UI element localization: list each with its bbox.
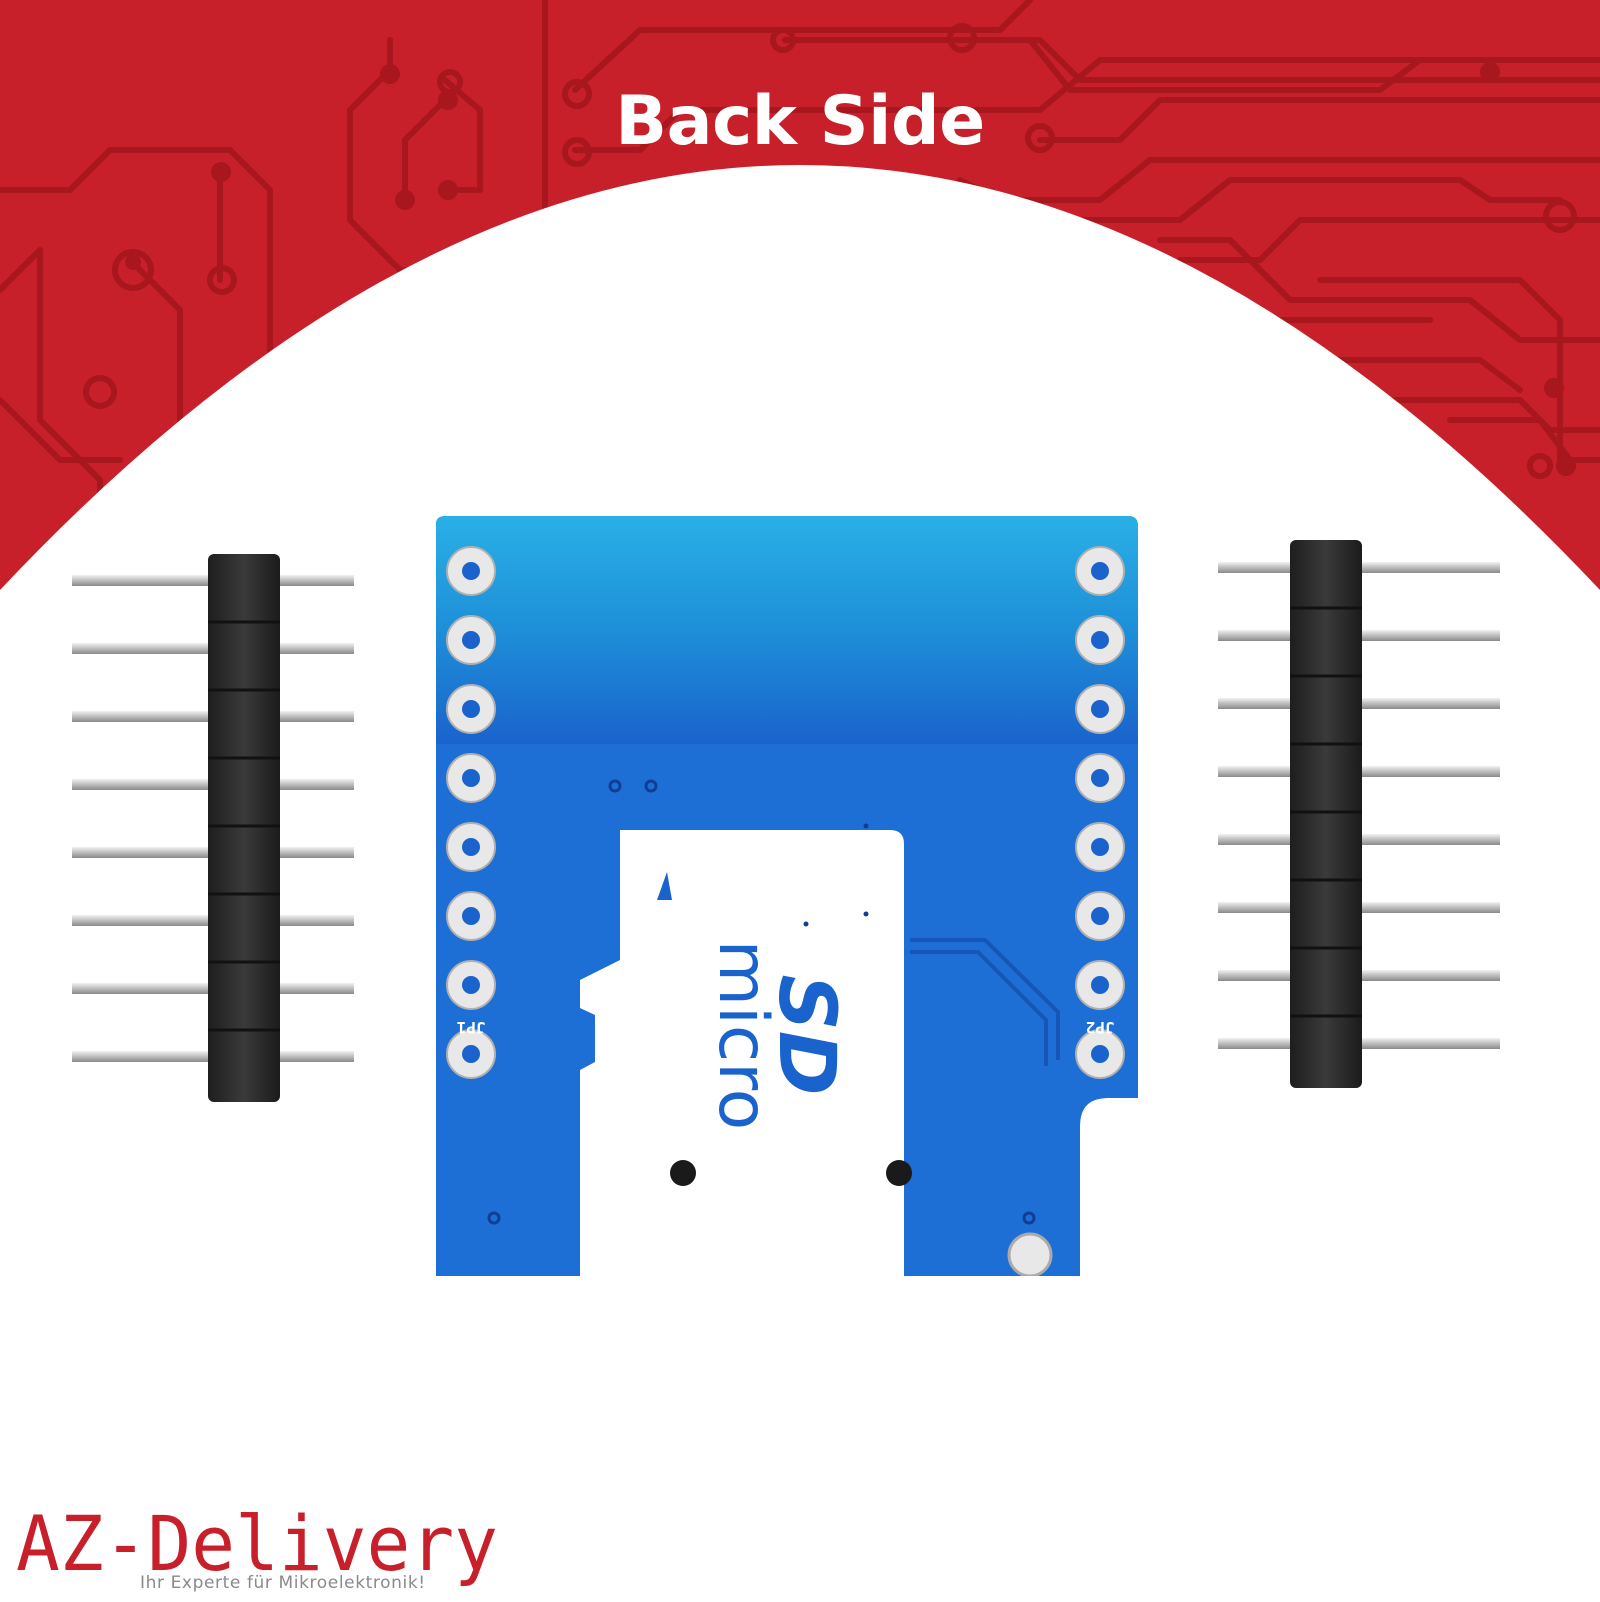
page-title: Back Side [615, 82, 985, 161]
logo-tagline: Ihr Experte für Mikroelektronik! [140, 1573, 426, 1593]
left-solder-pads [446, 546, 496, 1079]
right-pin-header [1218, 540, 1500, 1088]
left-pin-header [72, 554, 354, 1102]
micro-sd-pcb: JP1 JP2 micro SD [436, 516, 1138, 1276]
brand-logo: AZ-Delivery [14, 1499, 514, 1598]
silkscreen-left-label: JP1 [457, 1018, 486, 1037]
card-marking-micro: micro [703, 940, 782, 1131]
logo-wordmark: AZ-Delivery [16, 1508, 498, 1588]
right-solder-pads [1075, 546, 1125, 1079]
card-marking-sd: SD [761, 975, 851, 1096]
silkscreen-right-label: JP2 [1086, 1018, 1115, 1037]
